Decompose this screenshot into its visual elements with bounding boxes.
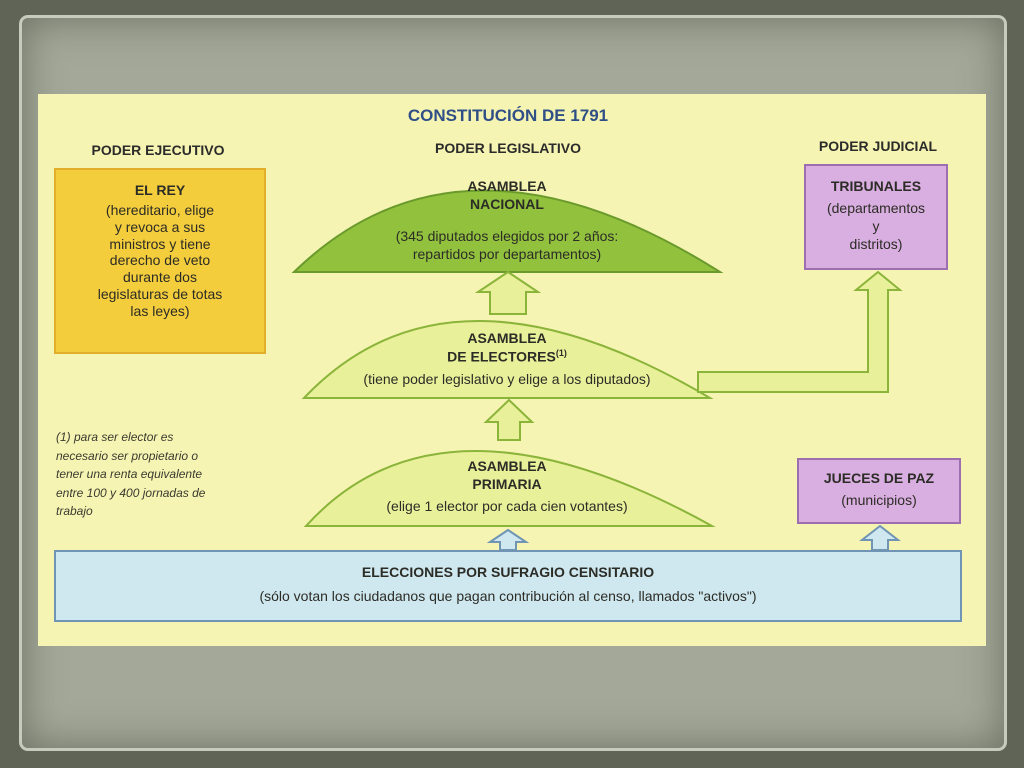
arrow-elecciones-to-primaria bbox=[486, 528, 530, 551]
asamblea-nacional-title-2: NACIONAL bbox=[470, 196, 544, 212]
asamblea-nacional-shape bbox=[291, 189, 724, 273]
footnote-line: tener una renta equivalente bbox=[56, 467, 203, 482]
page-title: CONSTITUCIÓN DE 1791 bbox=[407, 106, 609, 125]
asamblea-electores-body: (tiene poder legislativo y elige a los d… bbox=[363, 371, 651, 387]
tribunales-box: TRIBUNALES (departamentos y distritos) bbox=[804, 164, 948, 270]
asamblea-primaria-title-2: PRIMARIA bbox=[472, 476, 542, 492]
arrow-electores-to-nacional bbox=[474, 270, 542, 315]
jueces-de-paz-body: (municipios) bbox=[841, 492, 917, 508]
jueces-de-paz-box: JUECES DE PAZ (municipios) bbox=[797, 458, 961, 524]
footnote-line: trabajo bbox=[56, 504, 93, 519]
heading-poder-ejecutivo: PODER EJECUTIVO bbox=[91, 142, 225, 158]
asamblea-nacional-title-1: ASAMBLEA bbox=[467, 178, 547, 194]
arrow-electores-to-tribunales bbox=[697, 270, 903, 393]
el-rey-line: durante dos bbox=[123, 269, 197, 286]
arrow-elecciones-to-jueces bbox=[859, 524, 901, 551]
asamblea-nacional-body-1: (345 diputados elegidos por 2 años: bbox=[395, 228, 619, 244]
footnote-line: necesario ser propietario o bbox=[56, 448, 199, 463]
asamblea-electores-shape bbox=[301, 320, 714, 399]
footnote-line: (1) para ser elector es bbox=[56, 430, 174, 444]
elecciones-body: (sólo votan los ciudadanos que pagan con… bbox=[259, 588, 757, 604]
elecciones-box: ELECCIONES POR SUFRAGIO CENSITARIO (sólo… bbox=[54, 550, 962, 622]
arrow-primaria-to-electores bbox=[483, 398, 535, 441]
asamblea-electores-title-1: ASAMBLEA bbox=[467, 330, 547, 346]
elecciones-title: ELECCIONES POR SUFRAGIO CENSITARIO bbox=[361, 564, 655, 580]
heading-poder-judicial: PODER JUDICIAL bbox=[818, 138, 938, 154]
jueces-de-paz-title: JUECES DE PAZ bbox=[823, 470, 935, 486]
footnote-line: entre 100 y 400 jornadas de bbox=[56, 485, 206, 500]
el-rey-line: ministros y tiene bbox=[109, 235, 211, 252]
el-rey-title: EL REY bbox=[134, 182, 186, 198]
tribunales-body-1: (departamentos bbox=[826, 200, 926, 216]
el-rey-description: (hereditario, elige y revoca a sus minis… bbox=[56, 202, 264, 320]
asamblea-primaria-body: (elige 1 elector por cada cien votantes) bbox=[386, 498, 628, 514]
asamblea-primaria-shape bbox=[303, 450, 716, 527]
diagram-panel: CONSTITUCIÓN DE 1791 PODER EJECUTIVO POD… bbox=[38, 94, 986, 646]
footnote-mark: (1) bbox=[555, 348, 567, 358]
tribunales-body-2: y bbox=[872, 218, 880, 234]
el-rey-box: EL REY (hereditario, elige y revoca a su… bbox=[54, 168, 266, 354]
el-rey-line: derecho de veto bbox=[109, 252, 211, 269]
tribunales-body-3: distritos) bbox=[849, 236, 903, 252]
el-rey-line: legislaturas de totas bbox=[97, 285, 223, 302]
asamblea-electores-title-2: DE ELECTORES bbox=[447, 348, 556, 365]
el-rey-line: las leyes) bbox=[130, 302, 190, 319]
el-rey-line: (hereditario, elige bbox=[105, 202, 215, 218]
asamblea-electores-title-2-wrap: DE ELECTORES(1) bbox=[382, 348, 632, 365]
el-rey-line: y revoca a sus bbox=[114, 218, 206, 235]
asamblea-primaria-title-1: ASAMBLEA bbox=[467, 458, 547, 474]
asamblea-nacional-body-2: repartidos por departamentos) bbox=[412, 246, 602, 262]
tribunales-title: TRIBUNALES bbox=[830, 178, 922, 194]
heading-poder-legislativo: PODER LEGISLATIVO bbox=[435, 140, 581, 156]
footnote: (1) para ser elector es necesario ser pr… bbox=[56, 428, 276, 521]
diagram-shapes bbox=[291, 189, 903, 551]
